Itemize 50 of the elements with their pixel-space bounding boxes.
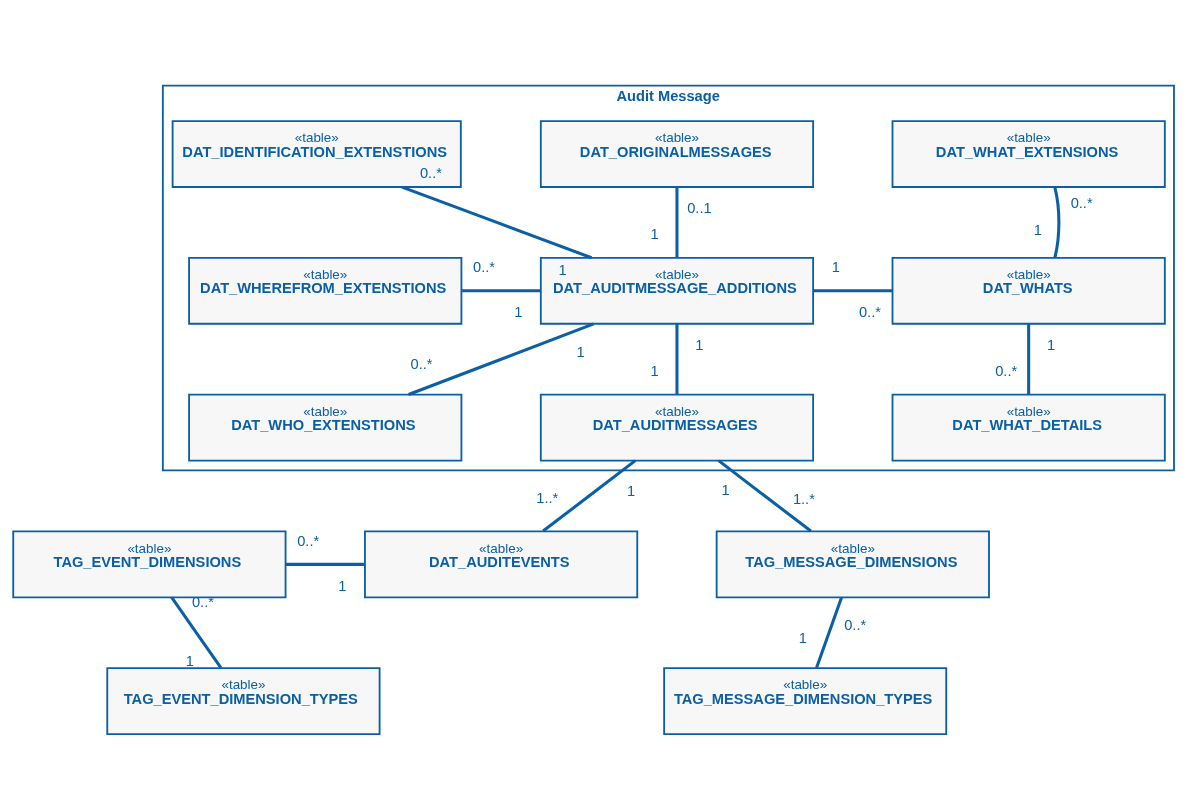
node-box: «table» DAT_AUDITMESSAGES — [539, 393, 815, 462]
connector — [542, 459, 637, 533]
label: 0..* — [419, 164, 442, 181]
label: 1 — [798, 629, 807, 646]
label: 1 — [831, 259, 840, 276]
node-box: «table» DAT_WHATS — [891, 256, 1166, 325]
label: 0..* — [1070, 194, 1093, 211]
label: 0..* — [473, 259, 496, 276]
label: 1 — [576, 343, 585, 360]
connector — [285, 562, 365, 566]
connector — [1027, 323, 1031, 395]
label: 1 — [558, 261, 567, 278]
node-box: «table» DAT_WHEREFROM_EXTENSTIONS — [188, 256, 463, 325]
label: 1 — [650, 225, 659, 242]
connector — [461, 289, 541, 293]
node-box: «table» TAG_EVENT_DIMENSION_TYPES — [106, 667, 381, 736]
label: 0..* — [297, 532, 320, 549]
node-box: «table» TAG_MESSAGE_DIMENSION_TYPES — [663, 667, 948, 736]
connector — [717, 459, 812, 533]
label: 0..* — [858, 304, 881, 321]
label: 0..* — [844, 616, 867, 633]
connector — [170, 596, 223, 669]
label: 1..* — [792, 490, 815, 507]
label: 1 — [1047, 337, 1056, 354]
node-box: «table» DAT_ORIGINALMESSAGES — [539, 120, 815, 188]
label: 1 — [650, 362, 659, 379]
label: 1 — [695, 337, 704, 354]
node-box: «table» DAT_WHO_EXTENSTIONS — [188, 393, 463, 462]
node-box: «table» DAT_AUDITEVENTS — [364, 530, 639, 599]
connector — [401, 185, 593, 260]
label: 1 — [626, 482, 636, 499]
label: 1 — [514, 304, 523, 321]
label: 1 — [721, 482, 730, 499]
node-box: «table» TAG_MESSAGE_DIMENSIONS — [715, 530, 990, 599]
label: 1 — [338, 577, 347, 594]
node-box: «table» DAT_WHAT_EXTENSIONS — [891, 120, 1166, 188]
label: 0..* — [995, 362, 1018, 379]
node-box: «table» DAT_WHAT_DETAILS — [891, 393, 1166, 462]
connector — [813, 289, 893, 293]
connector — [408, 322, 595, 396]
connector — [1053, 186, 1061, 258]
label: 0..1 — [687, 200, 712, 217]
connector — [675, 187, 679, 258]
connector — [815, 596, 843, 669]
label: 0..* — [410, 356, 433, 373]
label: 1 — [185, 653, 194, 670]
node-box: «table» TAG_EVENT_DIMENSIONS — [12, 530, 287, 599]
label: 1 — [1033, 221, 1042, 238]
connector — [675, 323, 679, 395]
label: 1..* — [536, 490, 559, 507]
